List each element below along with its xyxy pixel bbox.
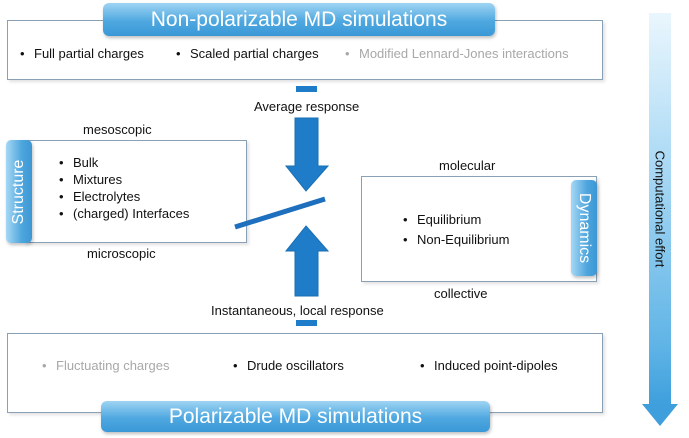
bullet-icon: •	[59, 155, 64, 170]
bottom-item-fluctuating-charges: •Fluctuating charges	[42, 358, 170, 373]
polarizable-panel	[7, 333, 603, 413]
bullet-icon: •	[59, 172, 64, 187]
list-item: •Electrolytes	[59, 189, 141, 204]
down-arrow-icon	[284, 117, 330, 192]
bullet-icon: •	[59, 206, 64, 221]
bullet-icon: •	[42, 358, 47, 373]
bullet-icon: •	[59, 189, 64, 204]
dynamics-list: •Equilibrium •Non-Equilibrium	[403, 210, 509, 250]
polarizable-title-banner: Polarizable MD simulations	[101, 401, 490, 432]
list-item: •Mixtures	[59, 172, 123, 187]
bullet-icon: •	[420, 358, 425, 373]
computational-effort-label: Computational effort	[652, 150, 668, 268]
microscopic-label: microscopic	[87, 246, 156, 261]
dynamics-tab: Dynamics	[571, 180, 597, 276]
bottom-item-drude-oscillators: •Drude oscillators	[233, 358, 344, 373]
bullet-icon: •	[403, 212, 408, 227]
structure-panel	[24, 140, 247, 243]
non-polarizable-title: Non-polarizable MD simulations	[150, 8, 448, 31]
collective-label: collective	[434, 286, 488, 301]
up-arrow-icon	[284, 225, 330, 297]
bottom-connector-dash	[296, 320, 317, 326]
top-item-scaled-partial-charges: •Scaled partial charges	[176, 46, 319, 61]
average-response-label: Average response	[254, 99, 360, 114]
list-item: •Non-Equilibrium	[403, 230, 509, 250]
computational-effort-arrow-shaft	[649, 13, 671, 405]
structure-tab: Structure	[6, 140, 32, 243]
non-polarizable-title-banner: Non-polarizable MD simulations	[103, 3, 495, 36]
interface-divider-line	[234, 196, 326, 230]
list-item: •(charged) Interfaces	[59, 206, 190, 221]
list-item: •Bulk	[59, 155, 99, 170]
top-item-modified-lj: •Modified Lennard-Jones interactions	[345, 46, 569, 61]
computational-effort-label-wrap: Computational effort	[649, 13, 671, 405]
top-item-full-partial-charges: •Full partial charges	[20, 46, 144, 61]
bullet-icon: •	[176, 46, 181, 61]
dynamics-panel	[361, 176, 597, 282]
computational-effort-arrow-head-icon	[642, 404, 678, 426]
mesoscopic-label: mesoscopic	[83, 122, 152, 137]
polarizable-title: Polarizable MD simulations	[168, 405, 423, 428]
top-connector-dash	[296, 86, 317, 92]
bullet-icon: •	[20, 46, 25, 61]
bottom-item-induced-point-dipoles: •Induced point-dipoles	[420, 358, 558, 373]
list-item: •Equilibrium	[403, 210, 509, 230]
bullet-icon: •	[345, 46, 350, 61]
bullet-icon: •	[233, 358, 238, 373]
molecular-label: molecular	[439, 158, 496, 173]
structure-list: •Bulk •Mixtures •Electrolytes •(charged)…	[59, 154, 189, 222]
instantaneous-response-label: Instantaneous, local response	[211, 303, 384, 318]
bullet-icon: •	[403, 232, 408, 247]
